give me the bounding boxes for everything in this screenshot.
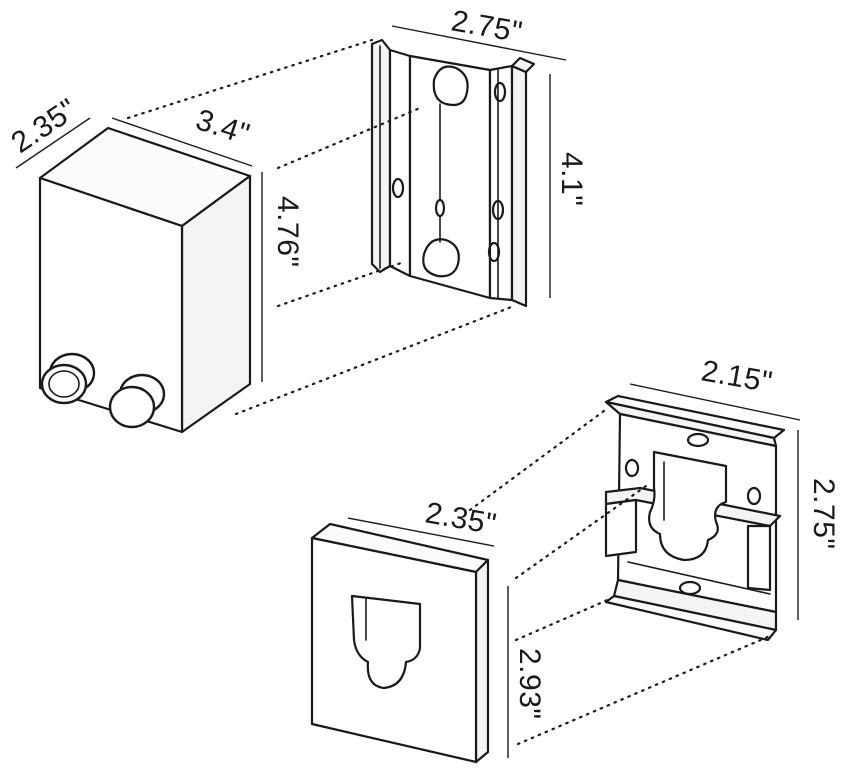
main-bracket-dimension-lines xyxy=(391,25,567,298)
receiver-mid-right xyxy=(746,524,772,592)
receiver-block-front-face xyxy=(310,536,478,764)
receiver-block-dimension-lines xyxy=(347,517,509,758)
receiver-keyhole-channel xyxy=(648,450,728,562)
retract-knob-left xyxy=(40,352,96,405)
dim-receiver-block-height: 2.93ʺ xyxy=(513,648,546,720)
main-unit-box xyxy=(38,126,252,434)
main-bracket-plate xyxy=(408,54,492,300)
receiver-hole-right xyxy=(746,486,762,506)
receiver-hole-top xyxy=(686,432,710,448)
screw-hole-bottom-right xyxy=(487,241,501,263)
dim-main-unit-depth: 2.35ʺ xyxy=(5,92,83,159)
receiver-bracket xyxy=(604,394,786,642)
receiver-hole-left xyxy=(624,458,640,478)
receiver-bracket-dimension-lines xyxy=(629,383,801,620)
screw-hole-mid-right xyxy=(491,199,505,221)
main-bracket-left-flange xyxy=(370,38,392,274)
main-connector-lines xyxy=(126,38,516,416)
dim-receiver-bracket-width: 2.15ʺ xyxy=(699,354,775,399)
dim-main-unit-width: 3.4ʺ xyxy=(192,103,254,151)
retract-knob-right xyxy=(108,373,166,429)
main-bracket-left-rail xyxy=(388,48,412,278)
dim-receiver-bracket-height: 2.75ʺ xyxy=(807,478,840,550)
dim-main-bracket-height: 4.1ʺ xyxy=(555,152,588,206)
receiver-connector-lines xyxy=(468,406,772,746)
dim-main-bracket-width: 2.75ʺ xyxy=(449,4,525,49)
receiver-hole-bottom xyxy=(678,580,702,596)
screw-hole-left xyxy=(391,177,405,199)
main-bracket-flange-top xyxy=(510,56,536,74)
main-bracket-right-flange xyxy=(510,64,528,308)
screw-hole-top-right xyxy=(493,81,507,103)
receiver-mid-left xyxy=(604,498,638,558)
main-unit-dimension-lines xyxy=(15,117,263,382)
main-wall-bracket xyxy=(370,38,536,308)
dim-main-unit-height: 4.76ʺ xyxy=(271,196,304,268)
receiver-block xyxy=(310,522,490,764)
receiver-block-keyhole xyxy=(350,594,422,690)
receiver-block-side-face xyxy=(474,558,490,764)
keyhole-top xyxy=(432,65,469,107)
keyhole-bottom xyxy=(422,238,460,278)
receiver-bottom-lip xyxy=(604,594,778,642)
